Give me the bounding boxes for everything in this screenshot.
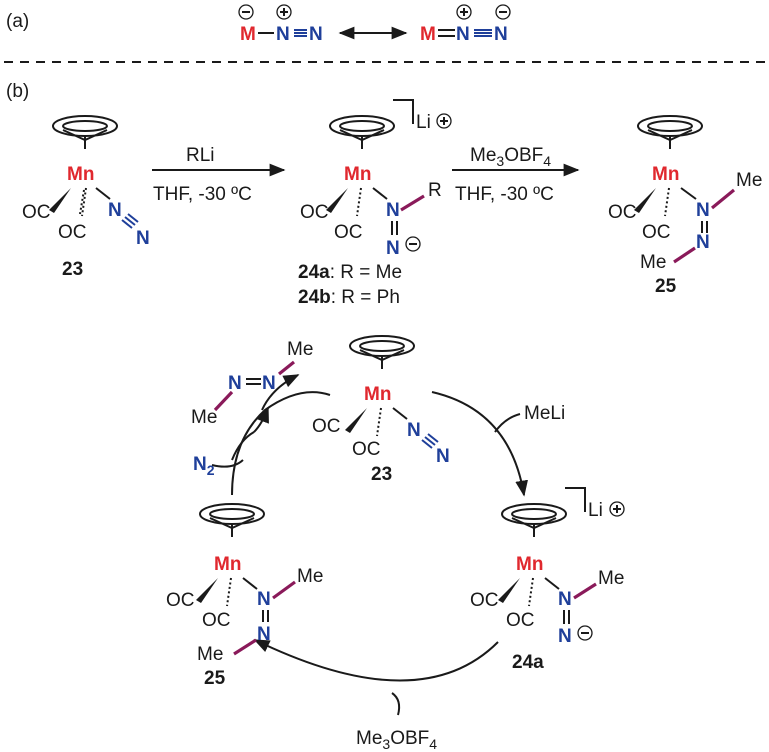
compound-24a-cycle: Li Mn OC OC N Me N 24a — [470, 487, 625, 673]
svg-text:Me: Me — [297, 566, 323, 587]
svg-text:N: N — [309, 24, 323, 45]
svg-text:N: N — [228, 373, 242, 394]
catalytic-cycle-ring — [231, 374, 528, 682]
svg-text:Me: Me — [640, 252, 666, 273]
svg-text:N: N — [108, 200, 122, 221]
svg-text:N: N — [386, 200, 400, 221]
svg-text:MeLi: MeLi — [524, 403, 565, 424]
svg-text:Me: Me — [736, 170, 762, 191]
svg-text:Li: Li — [416, 112, 431, 133]
svg-text:OC: OC — [642, 222, 671, 243]
svg-text:N: N — [407, 420, 421, 441]
compound-23-top: Mn OC OC N N 23 — [22, 115, 150, 280]
svg-text:Mn: Mn — [516, 554, 543, 575]
svg-text:OC: OC — [22, 202, 51, 223]
meli-step: MeLi — [494, 403, 565, 433]
svg-text:OC: OC — [312, 416, 341, 437]
svg-text:M: M — [240, 24, 256, 45]
svg-text:N: N — [136, 228, 150, 249]
svg-text:N: N — [696, 232, 710, 253]
svg-text:OC: OC — [352, 439, 381, 460]
svg-text:N: N — [257, 589, 271, 610]
resonance-form-left: M N N — [238, 4, 323, 45]
compound-23-cycle: Mn OC OC N N 23 — [312, 335, 450, 485]
svg-text:OC: OC — [470, 590, 499, 611]
svg-text:OC: OC — [608, 202, 637, 223]
compound-25-top: Mn OC OC N Me N Me 25 — [608, 115, 762, 297]
svg-text:N: N — [276, 24, 290, 45]
svg-text:Me: Me — [598, 568, 624, 589]
svg-text:R: R — [428, 180, 442, 201]
svg-text:N: N — [257, 624, 271, 645]
compound-25-cycle-label: 25 — [204, 668, 226, 689]
svg-text:OC: OC — [202, 610, 231, 631]
svg-text:Mn: Mn — [214, 554, 241, 575]
compound-25-label: 25 — [655, 276, 677, 297]
n2-label: N2 — [193, 454, 215, 478]
svg-text:OC: OC — [300, 202, 329, 223]
svg-text:Mn: Mn — [67, 164, 94, 185]
panel-label-a: (a) — [6, 11, 29, 32]
compound-24b-label: 24b: R = Ph — [298, 287, 400, 308]
svg-text:M: M — [420, 24, 436, 45]
reaction-arrow-1: RLi THF, -30 ºC — [152, 145, 286, 205]
compound-23-label: 23 — [62, 259, 83, 280]
svg-text:Mn: Mn — [364, 384, 391, 405]
reaction-arrow-2: Me3OBF4 THF, -30 ºC — [452, 145, 580, 205]
azomethane-release: N2 Me N N Me — [191, 339, 313, 478]
svg-text:N: N — [696, 200, 710, 221]
svg-text:OC: OC — [166, 590, 195, 611]
svg-text:Me: Me — [197, 644, 223, 665]
svg-text:OC: OC — [58, 222, 87, 243]
svg-text:OC: OC — [334, 222, 363, 243]
compound-24-top: Li Mn OC OC N R N 24a: R = Me 24b: R = P… — [298, 99, 452, 308]
svg-text:Li: Li — [588, 500, 603, 521]
panel-label-b: (b) — [6, 81, 29, 102]
svg-text:RLi: RLi — [186, 145, 215, 166]
svg-text:Me3OBF4: Me3OBF4 — [356, 728, 437, 752]
svg-text:Me3OBF4: Me3OBF4 — [470, 145, 551, 169]
resonance-form-right: M N N — [420, 4, 511, 45]
svg-text:Mn: Mn — [652, 164, 679, 185]
svg-text:Me: Me — [191, 407, 217, 428]
svg-text:Mn: Mn — [344, 164, 371, 185]
svg-text:N: N — [494, 24, 508, 45]
compound-24a-label: 24a: R = Me — [298, 262, 402, 283]
svg-text:N: N — [262, 373, 276, 394]
compound-25-cycle: Mn OC OC N Me N Me 25 — [166, 503, 323, 689]
svg-text:N: N — [558, 589, 572, 610]
svg-text:N: N — [436, 446, 450, 467]
me3obf4-step: Me3OBF4 — [356, 692, 437, 752]
svg-text:THF, -30 ºC: THF, -30 ºC — [455, 184, 554, 205]
svg-text:OC: OC — [506, 610, 535, 631]
svg-text:N: N — [558, 626, 572, 647]
compound-23-cycle-label: 23 — [371, 464, 392, 485]
svg-text:N: N — [386, 238, 400, 259]
svg-text:Me: Me — [287, 339, 313, 360]
svg-text:THF, -30 ºC: THF, -30 ºC — [153, 184, 252, 205]
svg-text:N: N — [456, 24, 470, 45]
compound-24a-cycle-label: 24a — [512, 652, 544, 673]
